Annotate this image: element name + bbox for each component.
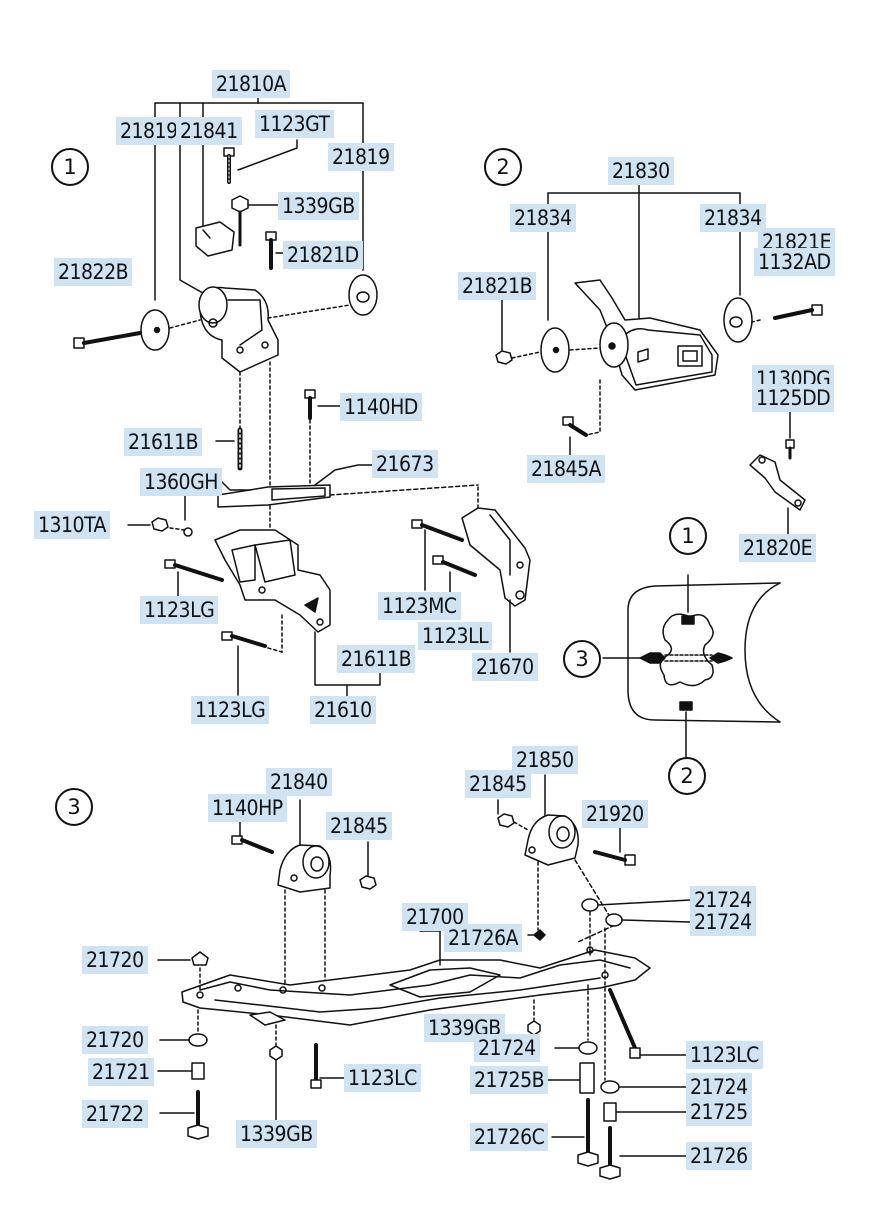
- part-label-1339GB[interactable]: 1339GB: [278, 192, 359, 220]
- part-label-21845A[interactable]: 21845A: [527, 455, 606, 483]
- part-label-1339GB[interactable]: 1339GB: [236, 1120, 317, 1148]
- bolt-icon: [224, 148, 234, 182]
- part-label-21722[interactable]: 21722: [82, 1100, 148, 1128]
- part-label-21720[interactable]: 21720: [82, 946, 148, 974]
- part-label-21724[interactable]: 21724: [690, 908, 756, 936]
- part-label-21673[interactable]: 21673: [372, 450, 438, 478]
- part-label-21721[interactable]: 21721: [88, 1058, 154, 1086]
- part-label-1140HP[interactable]: 1140HP: [208, 794, 287, 822]
- part-label-1123LL[interactable]: 1123LL: [418, 622, 493, 650]
- part-label-1123LC[interactable]: 1123LC: [344, 1064, 421, 1092]
- callout-1: 1: [51, 148, 89, 186]
- part-label-21834[interactable]: 21834: [510, 204, 576, 232]
- part-label-21821D[interactable]: 21821D: [283, 241, 363, 269]
- part-label-21920[interactable]: 21920: [582, 800, 648, 828]
- inset-callout-1: 1: [669, 517, 707, 555]
- part-label-1123LG[interactable]: 1123LG: [191, 696, 270, 724]
- part-label-21725B[interactable]: 21725B: [470, 1066, 549, 1094]
- part-label-21830[interactable]: 21830: [608, 157, 674, 185]
- group-3-crossmember: [158, 775, 690, 1179]
- part-label-21841[interactable]: 21841: [176, 117, 242, 145]
- part-label-1123GT[interactable]: 1123GT: [255, 110, 334, 138]
- part-label-21670[interactable]: 21670: [472, 653, 538, 681]
- part-label-21840[interactable]: 21840: [266, 768, 332, 796]
- part-label-21720[interactable]: 21720: [82, 1026, 148, 1054]
- vehicle-inset: [603, 575, 780, 757]
- part-label-21611B[interactable]: 21611B: [124, 428, 203, 456]
- part-label-21819[interactable]: 21819: [328, 143, 394, 171]
- part-label-21810A[interactable]: 21810A: [212, 70, 291, 98]
- part-label-21726A[interactable]: 21726A: [444, 924, 523, 952]
- part-label-21822B[interactable]: 21822B: [54, 258, 133, 286]
- inset-callout-2: 2: [668, 757, 706, 795]
- callout-3: 3: [55, 788, 93, 826]
- group-2-transmission-mount: [496, 183, 822, 537]
- part-label-1123LG[interactable]: 1123LG: [140, 596, 219, 624]
- inset-callout-3: 3: [563, 640, 601, 678]
- callout-2: 2: [484, 148, 522, 186]
- part-label-21726[interactable]: 21726: [686, 1142, 752, 1170]
- part-label-21821B[interactable]: 21821B: [458, 272, 537, 300]
- group-1-engine-mount: [74, 95, 530, 697]
- part-label-1123MC[interactable]: 1123MC: [378, 592, 461, 620]
- part-label-21820E[interactable]: 21820E: [739, 534, 817, 562]
- part-label-1125DD[interactable]: 1125DD: [752, 384, 835, 412]
- part-label-1310TA[interactable]: 1310TA: [34, 511, 110, 539]
- part-label-21724[interactable]: 21724: [686, 1073, 752, 1101]
- part-label-21850[interactable]: 21850: [512, 746, 578, 774]
- part-label-21834[interactable]: 21834: [700, 204, 766, 232]
- part-label-21845[interactable]: 21845: [465, 770, 531, 798]
- part-label-21724[interactable]: 21724: [474, 1034, 540, 1062]
- part-label-21611B[interactable]: 21611B: [337, 645, 416, 673]
- part-label-21845[interactable]: 21845: [326, 812, 392, 840]
- part-label-1132AD[interactable]: 1132AD: [754, 248, 835, 276]
- part-label-21725[interactable]: 21725: [686, 1098, 752, 1126]
- part-label-1339GB[interactable]: 1339GB: [424, 1014, 505, 1042]
- part-label-21610[interactable]: 21610: [310, 696, 376, 724]
- part-label-21726C[interactable]: 21726C: [470, 1123, 549, 1151]
- part-label-1123LC[interactable]: 1123LC: [686, 1041, 763, 1069]
- part-label-1360GH[interactable]: 1360GH: [140, 468, 222, 496]
- part-label-21819[interactable]: 21819: [116, 117, 182, 145]
- part-label-1140HD[interactable]: 1140HD: [340, 393, 422, 421]
